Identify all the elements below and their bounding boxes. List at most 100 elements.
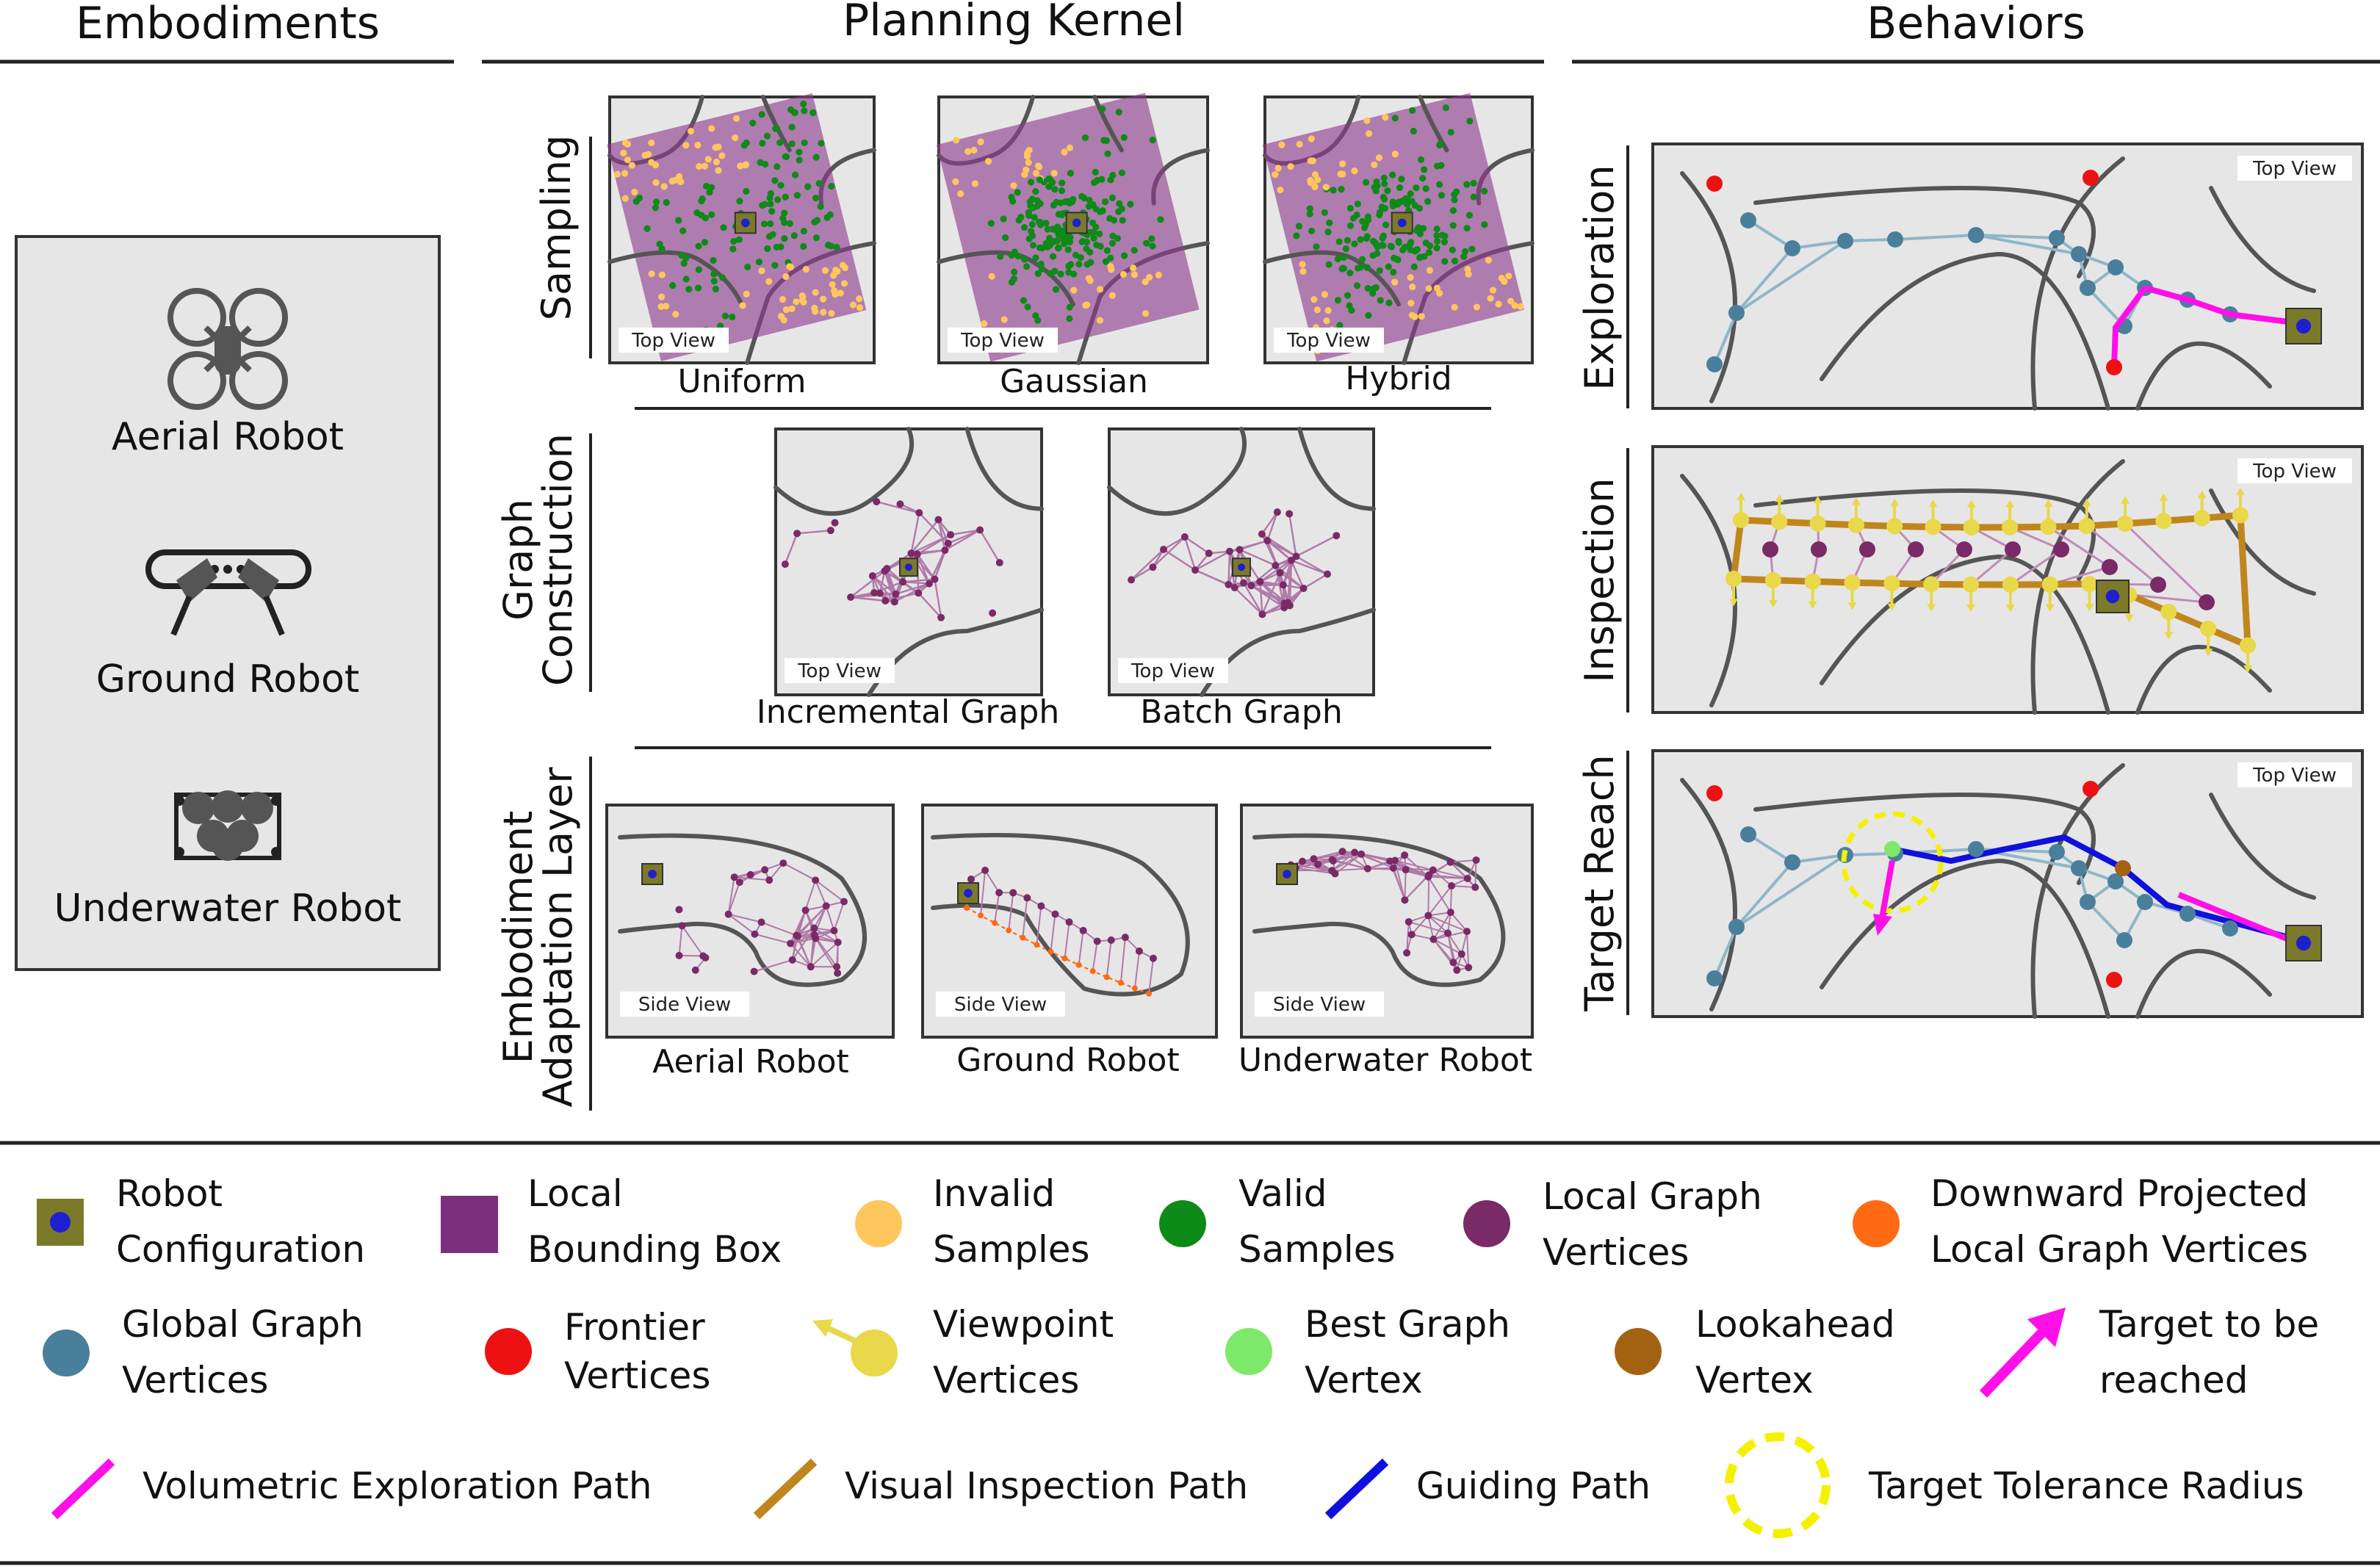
valid-sample	[1109, 232, 1117, 239]
valid-sample	[1412, 247, 1420, 254]
invalid-sample	[694, 141, 702, 149]
viewpoint-vertex	[2041, 576, 2058, 593]
valid-sample	[1363, 233, 1371, 240]
exploration-path-icon	[51, 1458, 115, 1520]
local-graph-vertex	[1351, 848, 1359, 856]
valid-sample	[1353, 282, 1361, 289]
valid-sample	[1336, 322, 1344, 329]
valid-sample	[1066, 315, 1073, 322]
legend-robot-configuration: Robot Configuration	[37, 1172, 365, 1271]
valid-sample	[1462, 248, 1469, 255]
valid-sample	[818, 140, 825, 147]
valid-sample	[1381, 205, 1389, 212]
valid-sample	[1103, 137, 1110, 145]
valid-sample	[1421, 253, 1428, 260]
local-graph-vertex	[691, 966, 699, 974]
global-graph-edge	[1792, 854, 1846, 864]
graph-edge	[797, 529, 831, 535]
invalid-sample	[648, 139, 655, 147]
wall	[964, 427, 1044, 511]
local-graph-vertex	[1762, 541, 1778, 558]
invalid-sample	[1433, 284, 1440, 292]
invalid-sample	[621, 170, 629, 177]
graph-edge	[1183, 536, 1197, 571]
invalid-sample	[1517, 303, 1524, 310]
wall	[760, 95, 792, 153]
invalid-sample	[1119, 270, 1128, 278]
embodiment-label-ground: Ground Robot	[96, 657, 360, 701]
graph-edge	[1460, 931, 1468, 955]
valid-sample	[767, 190, 774, 198]
valid-sample	[1451, 196, 1458, 203]
caption-underwater-robot: Underwater Robot	[1238, 1042, 1532, 1079]
valid-sample	[1066, 303, 1073, 311]
behavior-panel-exploration: Top View	[1651, 142, 2364, 411]
graph-edge	[1295, 535, 1337, 558]
valid-sample	[1020, 256, 1028, 263]
valid-sample	[1055, 231, 1062, 239]
invalid-sample	[672, 311, 679, 318]
local-graph-vertex	[1128, 576, 1136, 584]
svg-text:Invalid: Invalid	[933, 1172, 1055, 1215]
graph-edge	[836, 942, 839, 967]
valid-sample	[1089, 219, 1097, 227]
local-graph-vertex	[2053, 541, 2069, 558]
valid-sample	[720, 224, 727, 231]
sampling-panel-uniform: Top View	[607, 93, 876, 365]
global-graph-vertex	[1728, 919, 1745, 935]
adaptation-panel-ground: Side View	[921, 804, 1218, 1039]
view-tag-box	[2237, 458, 2352, 483]
local-graph-vertex	[1472, 856, 1480, 864]
invalid-sample	[682, 142, 690, 149]
viewpoint-arrowhead	[2236, 488, 2245, 496]
invalid-sample	[668, 177, 676, 185]
invalid-sample	[1272, 171, 1279, 178]
graph-edge	[1229, 539, 1268, 552]
local-graph-vertex	[1338, 848, 1346, 856]
valid-sample	[1027, 202, 1034, 209]
valid-sample	[1420, 225, 1427, 232]
valid-sample	[776, 139, 784, 146]
local-graph-vertex	[735, 878, 743, 887]
invalid-sample	[613, 170, 621, 178]
robot-configuration-dot	[740, 218, 750, 228]
valid-sample	[1025, 212, 1033, 220]
graph-edge	[1250, 585, 1285, 605]
caption-uniform: Uniform	[678, 363, 807, 400]
invalid-sample	[652, 179, 660, 187]
invalid-sample	[1299, 261, 1306, 268]
wall	[2135, 948, 2272, 1019]
graph-edge	[1331, 854, 1362, 872]
viewpoint-arrowhead	[1847, 602, 1857, 610]
valid-sample	[1101, 198, 1109, 206]
valid-sample	[1442, 104, 1449, 112]
valid-sample	[1438, 231, 1446, 239]
local-graph-vertex	[807, 963, 815, 971]
local-graph-vertex	[1859, 541, 1875, 558]
valid-sample	[1453, 188, 1460, 195]
legend-viewpoint-vertices: Viewpoint Vertices	[812, 1303, 1114, 1401]
valid-sample	[809, 109, 817, 117]
local-graph-vertex	[830, 926, 838, 934]
local-graph-vertex	[913, 550, 921, 558]
local-graph-vertex	[1328, 867, 1336, 875]
svg-text:Robot: Robot	[116, 1172, 223, 1215]
invalid-sample	[628, 162, 635, 169]
valid-sample	[824, 242, 832, 249]
local-graph-vertex	[1429, 866, 1437, 874]
invalid-sample	[952, 178, 959, 185]
invalid-sample	[964, 148, 972, 155]
valid-sample	[1034, 317, 1042, 324]
invalid-sample	[1307, 157, 1314, 165]
graph-edge	[1466, 931, 1470, 968]
global-graph-edge	[1735, 861, 1794, 928]
underwater-robot-icon	[174, 790, 281, 861]
downward-path	[966, 907, 1150, 995]
graph-edge	[1233, 587, 1263, 616]
local-graph-vertex	[1324, 570, 1332, 578]
graph-edge	[810, 942, 839, 967]
valid-sample	[652, 204, 660, 212]
local-graph-vertex	[892, 590, 900, 598]
valid-sample	[1377, 297, 1384, 304]
graph-edge	[825, 906, 835, 931]
